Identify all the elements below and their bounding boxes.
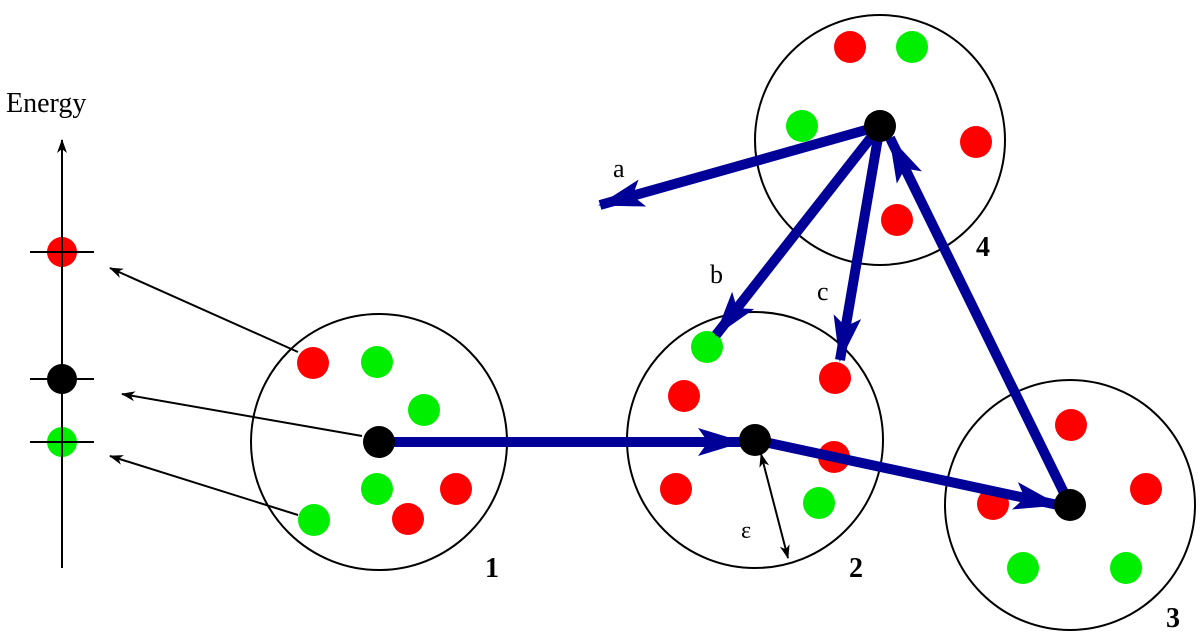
site-black-cluster-4 [864, 110, 896, 142]
site-red [660, 473, 692, 505]
site-red [297, 347, 329, 379]
hop-arrow-3-to-4 [885, 135, 1075, 508]
site-red [1130, 473, 1162, 505]
occupied-sites [363, 110, 1086, 521]
hop-arrows [379, 121, 1075, 510]
cluster-1-label: 1 [485, 553, 499, 584]
site-black-cluster-3 [1054, 489, 1086, 521]
arrow-label-b: b [710, 260, 723, 289]
site-green [361, 346, 393, 378]
mapping-arrow-black [121, 391, 363, 437]
cluster-3-sites [977, 409, 1162, 584]
site-green [896, 31, 928, 63]
cluster-4-sites [786, 31, 992, 236]
energy-axis-title: Energy [6, 88, 86, 119]
epsilon-double-arrow [759, 453, 790, 559]
site-green [408, 394, 440, 426]
site-red [819, 362, 851, 394]
mapping-arrow-green [109, 455, 299, 516]
site-red [668, 380, 700, 412]
cluster-2-sites [660, 331, 851, 519]
site-red [1055, 409, 1087, 441]
site-red [834, 31, 866, 63]
arrow-label-c: c [817, 277, 829, 306]
site-black-cluster-1 [363, 426, 395, 458]
site-green [691, 331, 723, 363]
site-red [960, 126, 992, 158]
hop-arrow-b [712, 122, 884, 339]
energy-mapping-arrows [109, 267, 363, 516]
site-green [298, 504, 330, 536]
site-red [881, 204, 913, 236]
site-green [803, 487, 835, 519]
site-green [361, 473, 393, 505]
site-black-cluster-2 [739, 424, 771, 456]
site-red [392, 503, 424, 535]
energy-axis: Energy [6, 88, 94, 568]
hop-arrow-2-to-3 [753, 435, 1060, 510]
cluster-3-label: 3 [1166, 603, 1180, 633]
mapping-arrow-red [109, 267, 299, 353]
epsilon-label: ε [741, 518, 751, 544]
arrow-label-a: a [613, 154, 625, 183]
hop-arrow-c [833, 125, 885, 362]
site-green [1007, 552, 1039, 584]
hop-arrow-a [598, 121, 882, 210]
cluster-2-label: 2 [849, 553, 863, 584]
site-green [786, 110, 818, 142]
site-red [440, 473, 472, 505]
site-green [1110, 552, 1142, 584]
cluster-3-circle [944, 379, 1196, 631]
cluster-4-label: 4 [976, 232, 990, 263]
cluster-1-sites [297, 346, 472, 536]
cluster-4-circle [754, 14, 1006, 266]
